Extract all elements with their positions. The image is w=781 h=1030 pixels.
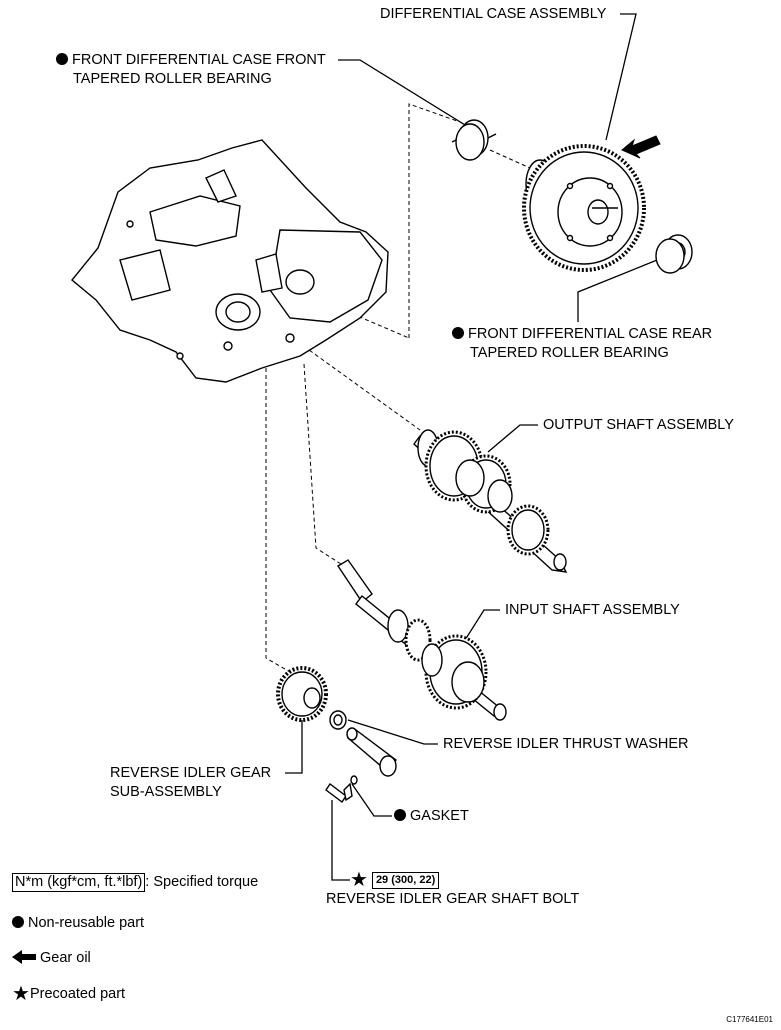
leader-gasket (351, 783, 392, 817)
filled-circle-icon (12, 916, 24, 928)
differential-drawing (522, 144, 646, 272)
legend-precoated-text: Precoated part (29, 986, 126, 1002)
input-shaft-label: INPUT SHAFT ASSEMBLY (505, 602, 680, 618)
front-bearing-label-line2: TAPERED ROLLER BEARING (73, 71, 272, 87)
transaxle-case-drawing (71, 139, 389, 383)
gasket-label-text: GASKET (410, 808, 469, 824)
rear-bearing-drawing (655, 234, 693, 274)
figure-code: C177641E01 (726, 1015, 773, 1024)
idler-shaft-drawing (346, 727, 397, 777)
leader-input-shaft (459, 609, 500, 649)
input-shaft-drawing (337, 559, 507, 721)
legend-non-reusable-text: Non-reusable part (28, 915, 145, 931)
idler-gear-label: REVERSE IDLER GEAR (110, 765, 272, 781)
leader-output-shaft (487, 424, 538, 453)
torque-value-box: 29 (300, 22) (371, 872, 440, 889)
legend-spec-box: N*m (kgf*cm, ft.*lbf) (12, 873, 146, 892)
output-shaft-label: OUTPUT SHAFT ASSEMBLY (543, 417, 734, 433)
guide-input (303, 363, 345, 567)
leader-diff-case (605, 13, 637, 141)
legend-spec-text: : Specified torque (145, 874, 259, 890)
front-bearing-label-line1: FRONT DIFFERENTIAL CASE FRONT (72, 52, 326, 68)
guide-case-bearing (408, 103, 461, 338)
rear-bearing-label-line1: FRONT DIFFERENTIAL CASE REAR (468, 326, 713, 342)
thick-arrow-icon (12, 950, 36, 964)
idler-gear-label-line2: SUB-ASSEMBLY (110, 784, 222, 800)
output-shaft-drawing (413, 429, 568, 573)
legend-specified-torque: N*m (kgf*cm, ft.*lbf): Specified torque (12, 873, 258, 892)
legend-gear-oil-text: Gear oil (40, 950, 91, 966)
legend-non-reusable: Non-reusable part (12, 914, 144, 932)
legend-precoated: ★Precoated part (12, 983, 126, 1005)
thrust-washer-drawing (329, 710, 347, 730)
guide-output (297, 341, 421, 431)
leader-front-bearing (338, 59, 471, 129)
guide-bearing-diff (489, 149, 531, 169)
leader-rear-bearing (577, 257, 663, 322)
rear-bearing-label-line2: TAPERED ROLLER BEARING (470, 345, 669, 361)
non-reusable-icon (394, 809, 406, 821)
shaft-bolt-label: REVERSE IDLER GEAR SHAFT BOLT (326, 891, 580, 907)
gear-oil-arrow-marker (621, 135, 661, 159)
guide-idler (265, 368, 291, 673)
thrust-washer-label: REVERSE IDLER THRUST WASHER (443, 736, 689, 752)
leader-idler-gear (285, 716, 303, 774)
non-reusable-icon (452, 327, 464, 339)
star-icon: ★ (12, 983, 30, 1005)
leader-thrust-washer (347, 719, 438, 745)
gasket-drawing (350, 775, 358, 785)
legend-gear-oil: Gear oil (12, 949, 91, 967)
front-bearing-drawing (451, 119, 497, 161)
diff-case-label: DIFFERENTIAL CASE ASSEMBLY (380, 6, 607, 22)
bolt-drawing (325, 782, 353, 804)
torque-label: ★29 (300, 22) (350, 869, 440, 891)
front-bearing-label: FRONT DIFFERENTIAL CASE FRONT (56, 51, 326, 70)
gasket-label: GASKET (394, 807, 469, 826)
non-reusable-icon (56, 53, 68, 65)
leader-bolt (331, 800, 350, 881)
rear-bearing-label: FRONT DIFFERENTIAL CASE REAR (452, 325, 712, 344)
idler-gear-drawing (276, 666, 328, 722)
star-icon: ★ (350, 869, 368, 891)
